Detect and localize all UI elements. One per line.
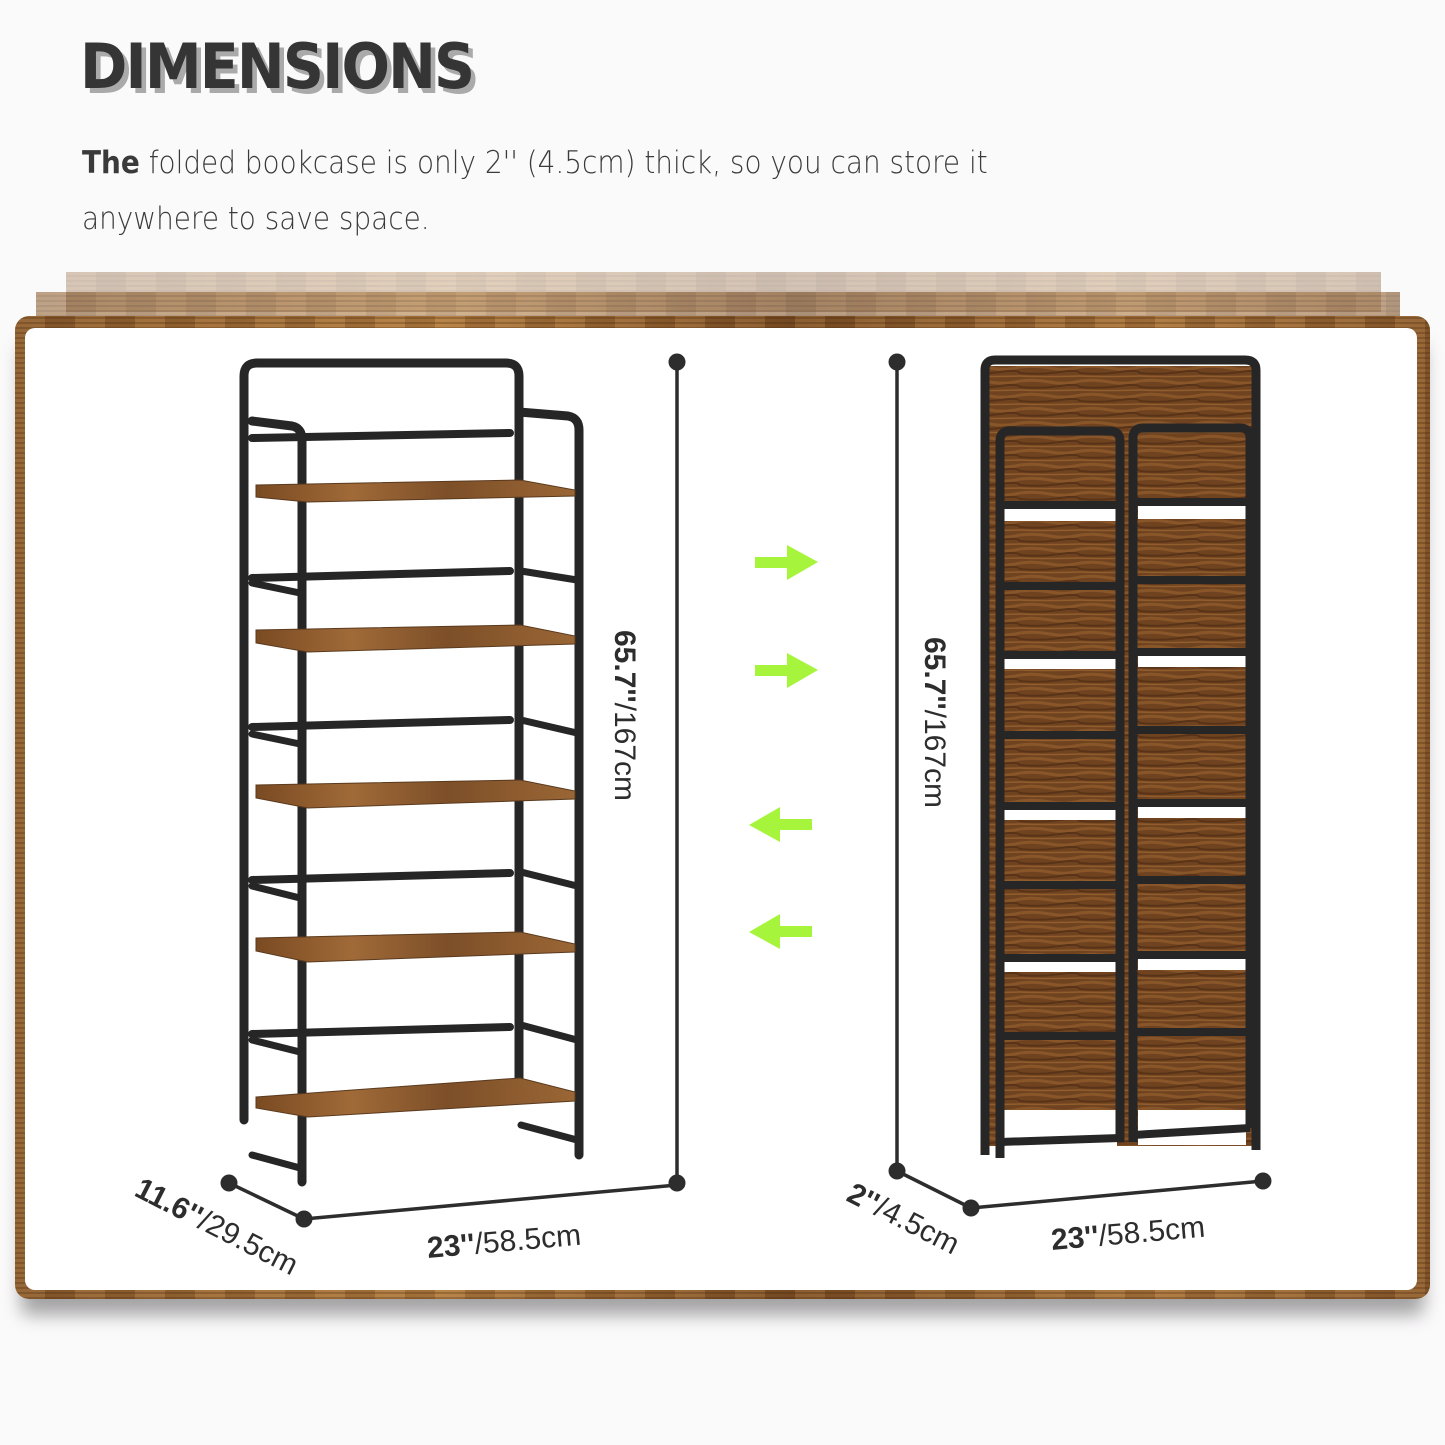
arrow-right-icon [755, 545, 818, 580]
caption-lead: The [82, 145, 140, 181]
folded-width-label: 23''/58.5cm [1050, 1211, 1207, 1257]
folded-height-label: 65.7''/167cm [918, 637, 951, 808]
dimension-lines [220, 353, 1272, 1228]
unfolded-bookcase [239, 358, 584, 1187]
folded-depth-label: 2''/4.5cm [842, 1177, 965, 1261]
caption: The folded bookcase is only 2'' (4.5cm) … [82, 135, 1072, 247]
arrow-left-icon [749, 914, 812, 949]
arrow-right-icon [755, 653, 818, 688]
page-title: DIMENSIONS [80, 30, 475, 103]
unfolded-height-label: 65.7''/167cm [608, 630, 641, 801]
caption-text: folded bookcase is only 2'' (4.5cm) thic… [82, 145, 988, 237]
unfolded-shelves [255, 479, 576, 1118]
unfolded-depth-label: 11.6''/29.5cm [130, 1172, 303, 1282]
arrow-left-icon [749, 807, 812, 842]
fold-arrows [749, 545, 818, 949]
unfolded-width-label: 23''/58.5cm [426, 1219, 583, 1265]
folded-bookcase [980, 355, 1261, 1158]
